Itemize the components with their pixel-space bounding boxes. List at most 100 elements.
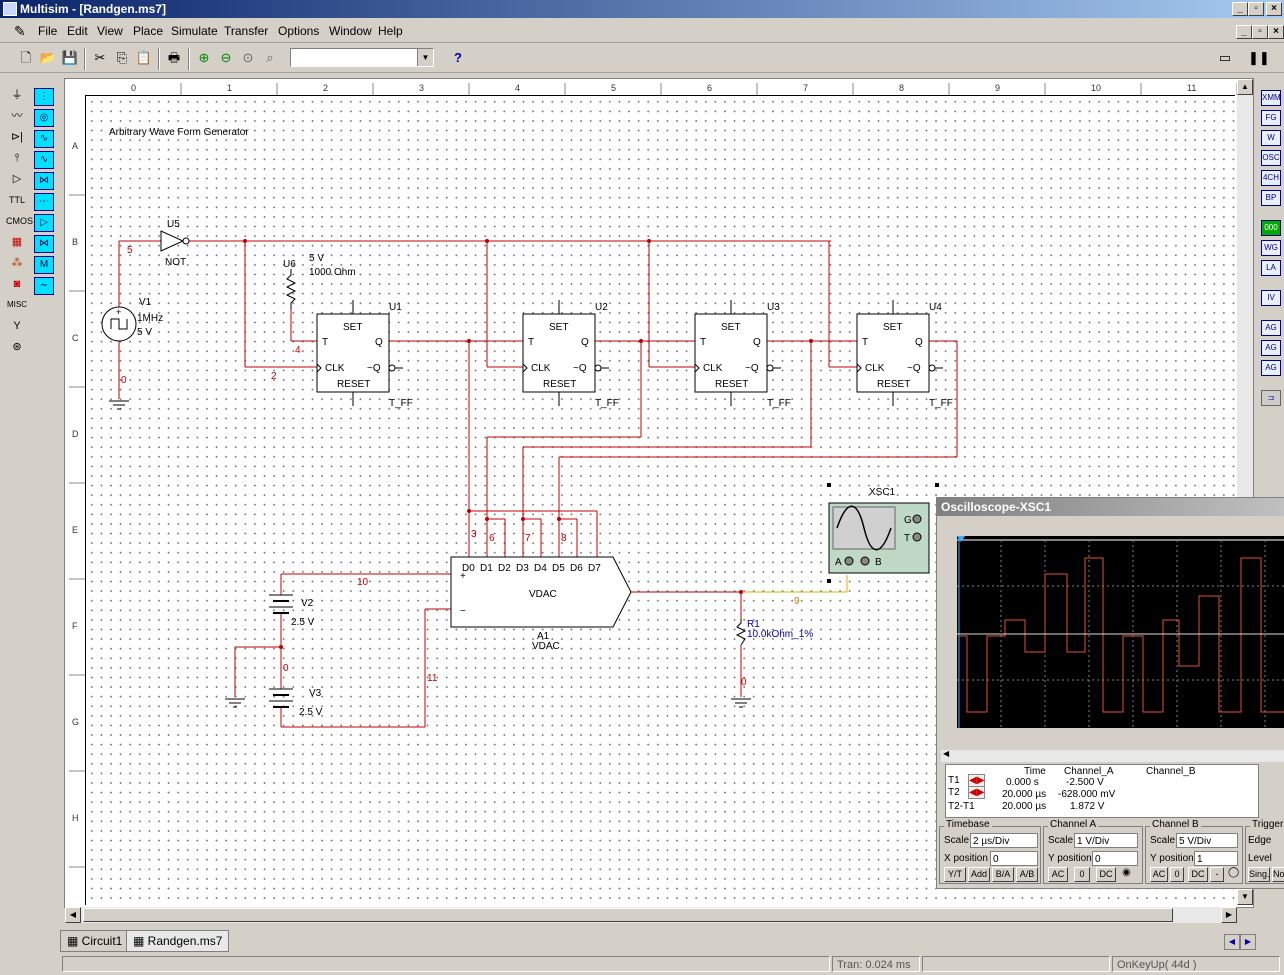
analog-icon[interactable]: ▷ — [12, 173, 22, 185]
freq-counter-icon[interactable]: 000 — [1261, 220, 1281, 236]
transistor-icon[interactable]: ⫯ — [14, 152, 20, 164]
new-file-icon[interactable]: 🗋 — [20, 50, 32, 65]
save-icon[interactable]: 💾 — [61, 50, 79, 65]
cha-ac-button[interactable]: AC — [1048, 867, 1068, 882]
trigger-single-button[interactable]: Sing. — [1248, 867, 1270, 882]
print-icon[interactable]: 🖶 — [167, 50, 181, 65]
wattmeter-icon[interactable]: ∿ — [34, 130, 54, 148]
misc-icon[interactable]: MISC — [7, 300, 27, 309]
chb-radio-icon[interactable]: ◯ — [1228, 867, 1240, 878]
resistor-icon[interactable]: 〰 — [11, 110, 23, 122]
cha-radio-icon[interactable]: ◉ — [1122, 867, 1131, 878]
oscilloscope-window[interactable]: Oscilloscope-XSC1 ◀ Time — [936, 497, 1284, 889]
paste-icon[interactable]: 📋 — [135, 50, 153, 65]
misc-digital-icon[interactable]: ▦ — [11, 236, 23, 248]
multimeter-instrument-icon[interactable]: XMM — [1261, 90, 1281, 106]
t2-arrows-icon[interactable]: ◀▶ — [968, 786, 986, 799]
ttl-icon[interactable]: TTL — [8, 195, 25, 205]
zoom-in-icon[interactable]: ⊕ — [198, 50, 210, 65]
cha-zero-button[interactable]: 0 — [1074, 867, 1090, 882]
menu-place[interactable]: Place — [133, 24, 164, 38]
oscilloscope-symbol[interactable]: XSC1 G T A B — [827, 483, 939, 583]
oscilloscope-screen[interactable] — [957, 536, 1284, 728]
zoom-area-icon[interactable]: ⊙ — [242, 50, 254, 65]
scroll-right-icon[interactable]: ▶ — [1221, 907, 1237, 923]
horizontal-scrollbar[interactable]: ◀ ▶ — [65, 907, 1237, 923]
doc-close-button[interactable]: × — [1268, 25, 1284, 39]
timebase-xpos-field[interactable]: 0 — [990, 851, 1038, 866]
chb-zero-button[interactable]: 0 — [1170, 867, 1184, 882]
probe-icon[interactable]: ⊐ — [1261, 390, 1281, 406]
four-ch-scope-icon[interactable]: 4CH — [1261, 170, 1281, 186]
oscilloscope-instrument-icon[interactable]: OSC — [1261, 150, 1281, 166]
menu-simulate[interactable]: Simulate — [171, 24, 218, 38]
doc-restore-button[interactable]: ▫ — [1252, 25, 1268, 39]
logic-analyzer-icon[interactable]: ▷ — [34, 214, 54, 232]
function-generator-icon[interactable]: FG — [1261, 110, 1281, 126]
function-gen-icon[interactable]: ◎ — [34, 109, 54, 127]
pause-icon[interactable]: ❚❚ — [1248, 50, 1270, 65]
multimeter-icon[interactable]: ⋮ — [34, 88, 54, 106]
zoom-out-icon[interactable]: ⊖ — [220, 50, 232, 65]
channel-b-scale-field[interactable]: 5 V/Div — [1176, 833, 1238, 848]
word-generator-icon[interactable]: WG — [1261, 240, 1281, 256]
menu-file[interactable]: File — [38, 24, 58, 38]
close-button[interactable]: × — [1266, 2, 1282, 16]
channel-a-scale-field[interactable]: 1 V/Div — [1074, 833, 1138, 848]
tab-scroll-right-icon[interactable]: ▶ — [1240, 934, 1256, 950]
open-folder-icon[interactable]: 📂 — [39, 50, 57, 65]
doc-minimize-button[interactable]: _ — [1236, 25, 1252, 39]
resistor-r1[interactable]: R1 10.0kOhm_1% — [735, 619, 813, 646]
word-gen-icon[interactable]: ⋯ — [34, 193, 54, 211]
ab-button[interactable]: A/B — [1016, 867, 1038, 882]
tab-randgen[interactable]: ▦ Randgen.ms7 — [126, 930, 230, 952]
copy-icon[interactable]: ⎘ — [116, 50, 128, 65]
scope-scrollbar[interactable]: ◀ — [941, 749, 1284, 762]
channel-b-ypos-field[interactable]: 1 — [1194, 851, 1238, 866]
indicator-icon[interactable]: ◙ — [13, 278, 21, 290]
trigger-normal-button[interactable]: Nor. — [1272, 867, 1284, 882]
chb-ac-button[interactable]: AC — [1150, 867, 1168, 882]
tab-circuit1[interactable]: ▦ Circuit1 — [60, 930, 130, 952]
clock-source-v1[interactable]: + V1 1MHz 5 V — [101, 297, 163, 410]
add-button[interactable]: Add — [968, 867, 990, 882]
not-gate-u5[interactable]: U5 NOT — [160, 219, 190, 268]
cha-dc-button[interactable]: DC — [1096, 867, 1116, 882]
iv-analyzer-instrument-icon[interactable]: IV — [1261, 290, 1281, 306]
help-icon[interactable]: ? — [454, 50, 462, 65]
wattmeter-instrument-icon[interactable]: W — [1261, 130, 1281, 146]
iv-analyzer-icon[interactable]: M — [34, 256, 54, 274]
distortion-icon[interactable]: ∼ — [34, 277, 54, 295]
tab-scroll-left-icon[interactable]: ◀ — [1224, 934, 1240, 950]
electromech-icon[interactable]: ⊛ — [12, 341, 22, 353]
cut-icon[interactable]: ✂ — [94, 50, 106, 65]
bode-plotter-icon[interactable]: ⋈ — [34, 172, 54, 190]
battery-v3[interactable]: V3 2.5 V — [269, 688, 323, 718]
antenna-icon[interactable]: Y — [13, 320, 21, 332]
menu-help[interactable]: Help — [378, 24, 403, 38]
menu-window[interactable]: Window — [329, 24, 372, 38]
menu-transfer[interactable]: Transfer — [224, 24, 269, 38]
maximize-button[interactable]: ▫ — [1248, 2, 1264, 16]
scroll-up-icon[interactable]: ▲ — [1237, 79, 1253, 95]
mixed-icon[interactable]: ⁂ — [11, 257, 23, 269]
scroll-left-small-icon[interactable]: ◀ — [943, 749, 950, 758]
battery-v2[interactable]: V2 2.5 V — [269, 594, 315, 628]
yt-button[interactable]: Y/T — [944, 867, 966, 882]
scroll-left-icon[interactable]: ◀ — [65, 907, 81, 923]
chb-dc-button[interactable]: DC — [1188, 867, 1208, 882]
oscilloscope-icon[interactable]: ∿ — [34, 151, 54, 169]
bode-instrument-icon[interactable]: BP — [1261, 190, 1281, 206]
menu-view[interactable]: View — [97, 24, 123, 38]
ba-button[interactable]: B/A — [992, 867, 1014, 882]
scroll-down-icon[interactable]: ▼ — [1237, 889, 1253, 905]
timebase-scale-field[interactable]: 2 µs/Div — [970, 833, 1038, 848]
chb-minus-button[interactable]: - — [1210, 867, 1224, 882]
agilent-fg-icon[interactable]: AG — [1261, 320, 1281, 336]
scroll-thumb[interactable] — [83, 908, 1173, 922]
